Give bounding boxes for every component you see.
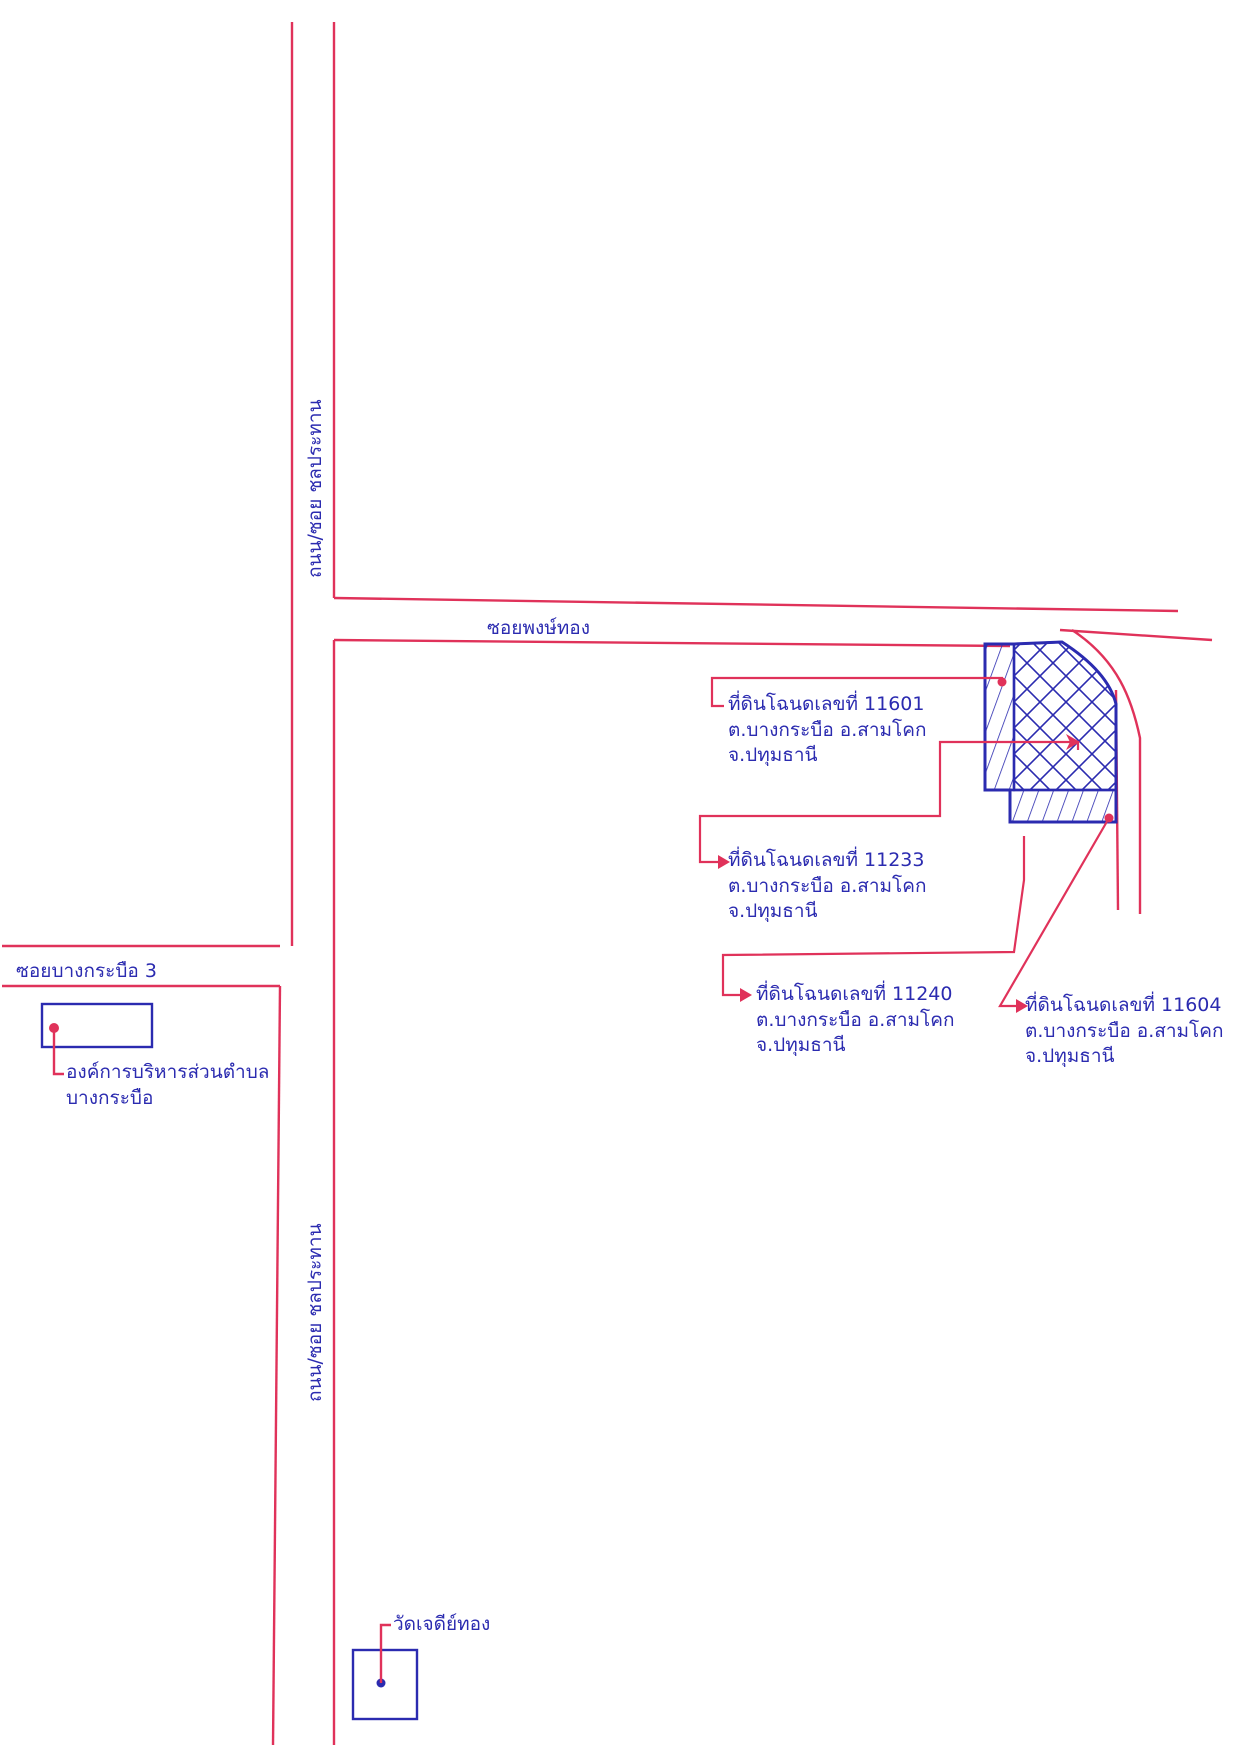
parcel-label-11240: ที่ดินโฉนดเลขที่ 11240 ต.บางกระบือ อ.สาม… [756,982,954,1059]
soi-bangkrabue-road [2,944,280,988]
leader-dots [997,677,1114,823]
leader-arrowheads [718,734,1080,1013]
temple-label-name: วัดเจดีย์ทอง [393,1613,491,1635]
temple-label: วัดเจดีย์ทอง [393,1612,490,1638]
sao-office-marker [40,1002,154,1076]
main-road-label-upper: ถนน/ซอย ชลประทาน [304,399,326,578]
parcel-province: จ.ปทุมธานี [1025,1045,1115,1068]
sao-office-label-line1: องค์การบริหารส่วนตำบล [66,1061,270,1083]
parcel-block [983,640,1118,824]
parcel-label-11233: ที่ดินโฉนดเลขที่ 11233 ต.บางกระบือ อ.สาม… [728,848,926,925]
parcel-location: ต.บางกระบือ อ.สามโคก [728,874,927,897]
temple-marker [351,1623,419,1721]
parcel-location: ต.บางกระบือ อ.สามโคก [1025,1019,1224,1042]
parcel-title: ที่ดินโฉนดเลขที่ 11233 [728,849,925,871]
sao-office-label-line2: บางกระบือ [66,1086,154,1109]
main-road [271,22,336,1746]
parcel-province: จ.ปทุมธานี [728,900,818,923]
parcel-title: ที่ดินโฉนดเลขที่ 11601 [728,693,925,715]
main-road-label-lower: ถนน/ซอย ชลประทาน [304,1223,326,1402]
parcel-label-11604: ที่ดินโฉนดเลขที่ 11604 ต.บางกระบือ อ.สาม… [1025,993,1223,1070]
parcel-title: ที่ดินโฉนดเลขที่ 11604 [1025,994,1222,1016]
soi-phongthong-label: ซอยพงษ์ทอง [487,617,590,639]
parcel-label-11601: ที่ดินโฉนดเลขที่ 11601 ต.บางกระบือ อ.สาม… [728,692,926,769]
parcel-location: ต.บางกระบือ อ.สามโคก [728,718,927,741]
soi-bangkrabue-label: ซอยบางกระบือ 3 [16,960,157,982]
parcel-province: จ.ปทุมธานี [756,1034,846,1057]
parcel-title: ที่ดินโฉนดเลขที่ 11240 [756,983,953,1005]
parcel-location: ต.บางกระบือ อ.สามโคก [756,1008,955,1031]
parcel-province: จ.ปทุมธานี [728,744,818,767]
sao-office-label: องค์การบริหารส่วนตำบล บางกระบือ [66,1060,269,1111]
